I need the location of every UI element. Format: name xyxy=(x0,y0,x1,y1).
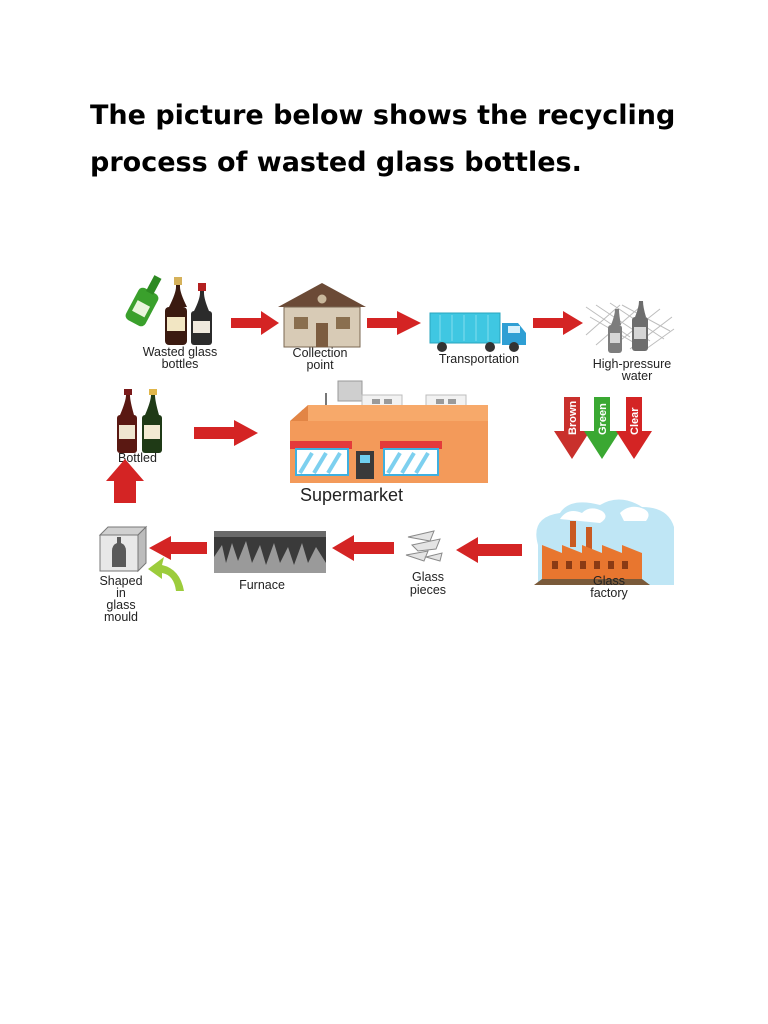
label-furnace: Furnace xyxy=(239,578,285,592)
label-bottled: Bottled xyxy=(118,451,157,465)
glass-pieces-icon xyxy=(405,530,443,562)
furnace-icon xyxy=(214,531,326,573)
curved-arrow-icon xyxy=(148,557,184,591)
flow-arrow xyxy=(194,420,258,446)
flow-arrow xyxy=(367,311,421,335)
label-mould-1: Shaped xyxy=(99,574,142,588)
label-wasted-2: bottles xyxy=(162,357,199,371)
truck-icon xyxy=(429,312,526,352)
label-wasted-1: Wasted glass xyxy=(143,345,218,359)
heading-line-1: The picture below shows the recycling xyxy=(90,100,676,131)
label-green: Green xyxy=(597,403,609,435)
label-transportation: Transportation xyxy=(439,352,519,366)
flow-arrow xyxy=(533,311,583,335)
label-mould-2: in xyxy=(116,586,126,600)
label-mould-4: mould xyxy=(104,610,138,624)
label-mould-3: glass xyxy=(106,598,135,612)
label-clear: Clear xyxy=(629,407,641,435)
flow-arrow xyxy=(456,537,522,563)
heading-line-2: process of wasted glass bottles. xyxy=(90,147,582,178)
label-hpw-1: High-pressure xyxy=(593,357,672,371)
flow-arrow xyxy=(149,536,207,560)
collection-house-icon xyxy=(278,283,366,348)
label-pieces-2: pieces xyxy=(410,583,446,597)
wasted-bottles-icon xyxy=(125,275,212,345)
label-brown: Brown xyxy=(567,401,579,436)
label-hpw-2: water xyxy=(621,369,653,383)
flow-arrow xyxy=(231,311,279,335)
glass-mould-icon xyxy=(98,525,148,573)
label-collection-2: point xyxy=(306,358,334,372)
supermarket-icon xyxy=(290,380,488,483)
sorting-arrows xyxy=(554,397,652,459)
high-pressure-water-icon xyxy=(585,301,675,353)
bottled-icon xyxy=(117,389,162,453)
label-factory-2: factory xyxy=(590,586,628,600)
flow-arrow xyxy=(332,535,394,561)
label-factory-1: Glass xyxy=(593,574,625,588)
page-heading: The picture below shows the recycling pr… xyxy=(90,92,690,186)
glass-factory-icon xyxy=(534,499,674,585)
label-pieces-1: Glass xyxy=(412,570,444,584)
label-collection-1: Collection xyxy=(293,346,348,360)
up-arrow xyxy=(106,459,144,503)
label-supermarket: Supermarket xyxy=(300,485,403,505)
recycling-diagram: Wasted glass bottles Collection point Tr… xyxy=(98,275,675,624)
